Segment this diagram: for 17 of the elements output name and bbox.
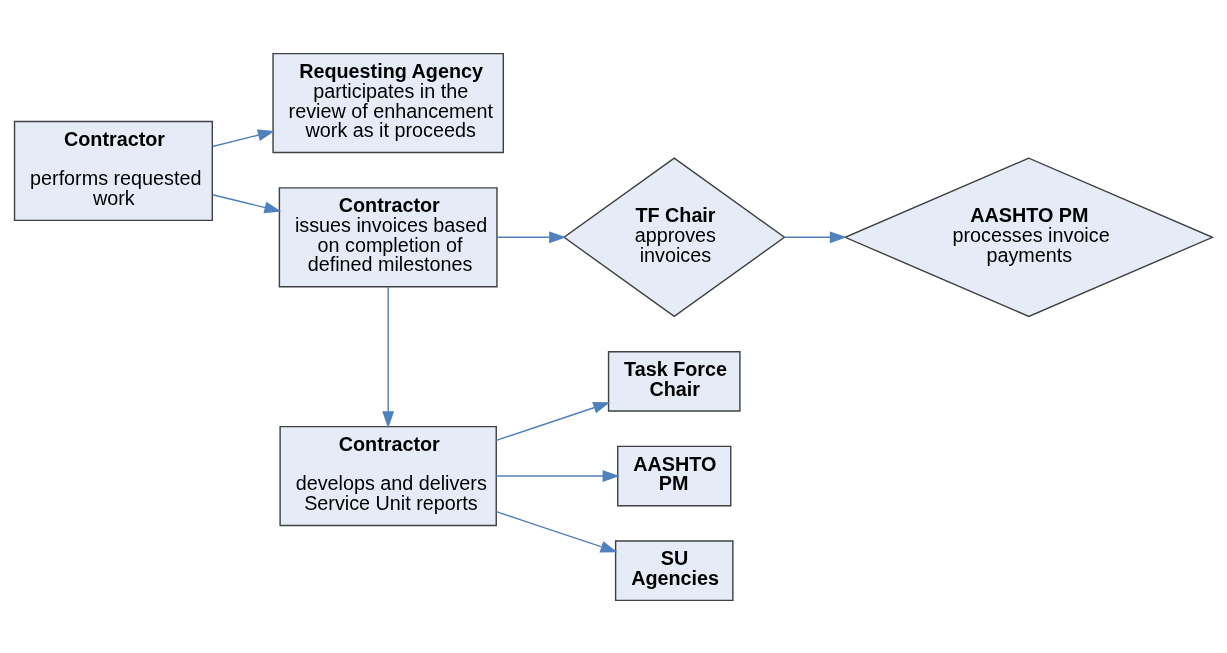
node-box: SU Agencies [614,539,734,601]
arrow [495,510,618,552]
arrow [211,193,282,213]
node-diamond: TF Chair approves invoices [562,156,786,317]
node-box: Requesting Agency participates in the review of enhancement work as it proceeds [272,52,504,153]
arrow [783,230,847,243]
node-box: Task Force Chair [607,350,741,412]
node-box: Contractor issues invoices based on completion of defined milestones [278,186,498,287]
node-box: AASHTO PM [617,445,732,506]
arrow [495,469,620,482]
node-diamond: AASHTO PM processes invoice payments [843,156,1215,317]
arrow [211,128,275,147]
node-box: Contractor develops and delivers Service Unit reports [279,425,497,526]
node-box: Contractor performs requested work [13,120,213,221]
arrow [496,230,567,243]
arrow [382,285,395,428]
arrow [495,401,611,441]
